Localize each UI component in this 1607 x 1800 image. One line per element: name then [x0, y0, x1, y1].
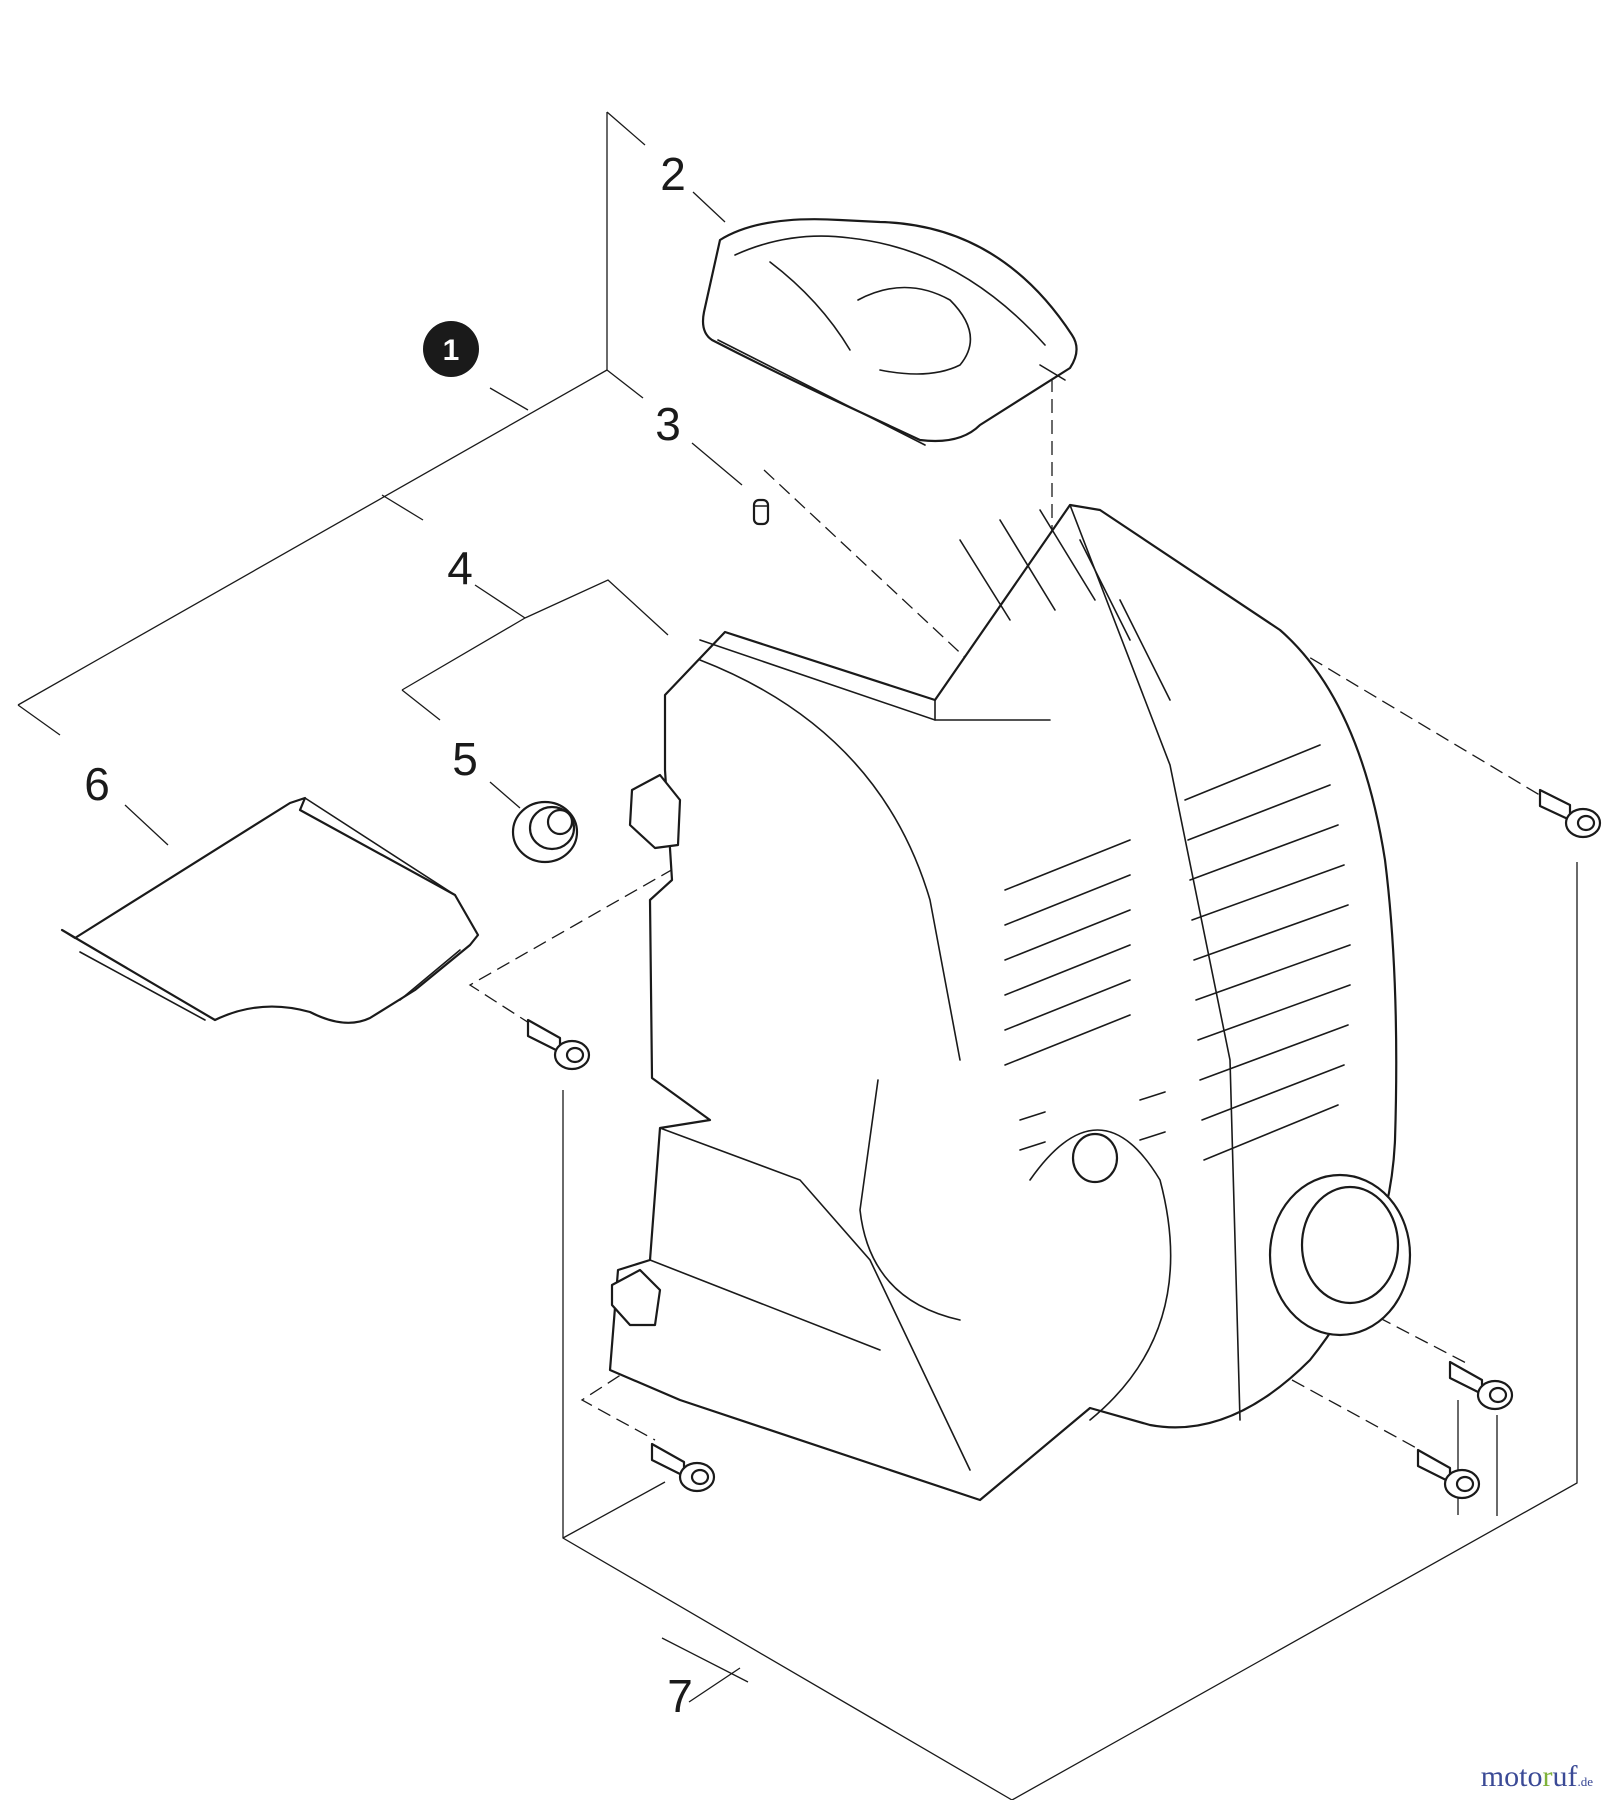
motoruf-watermark: motoruf.de — [1480, 1760, 1593, 1793]
callout-5: 5 — [452, 733, 478, 785]
pin — [752, 498, 770, 526]
engine-cover — [608, 503, 1412, 1502]
callout-1: 1 — [443, 334, 460, 367]
callout-7: 7 — [667, 1670, 693, 1722]
callout-1-circle — [423, 321, 479, 377]
callout-2: 2 — [660, 148, 686, 200]
screw-left — [526, 1018, 591, 1071]
top-cover — [701, 218, 1078, 446]
spacer-plate — [60, 796, 480, 1024]
screw-upper-right — [1538, 788, 1602, 839]
callout-4: 4 — [447, 542, 473, 594]
callout-6: 6 — [84, 758, 110, 810]
callout-3: 3 — [655, 398, 681, 450]
screws — [526, 788, 1602, 1500]
callouts: 1 2 3 4 5 6 7 — [84, 148, 693, 1722]
screw-right-lower — [1416, 1448, 1481, 1500]
screw-right-middle — [1448, 1360, 1514, 1411]
bracket-lines — [17, 111, 1578, 1800]
screw-bottom — [650, 1442, 716, 1493]
grommet — [511, 800, 579, 864]
